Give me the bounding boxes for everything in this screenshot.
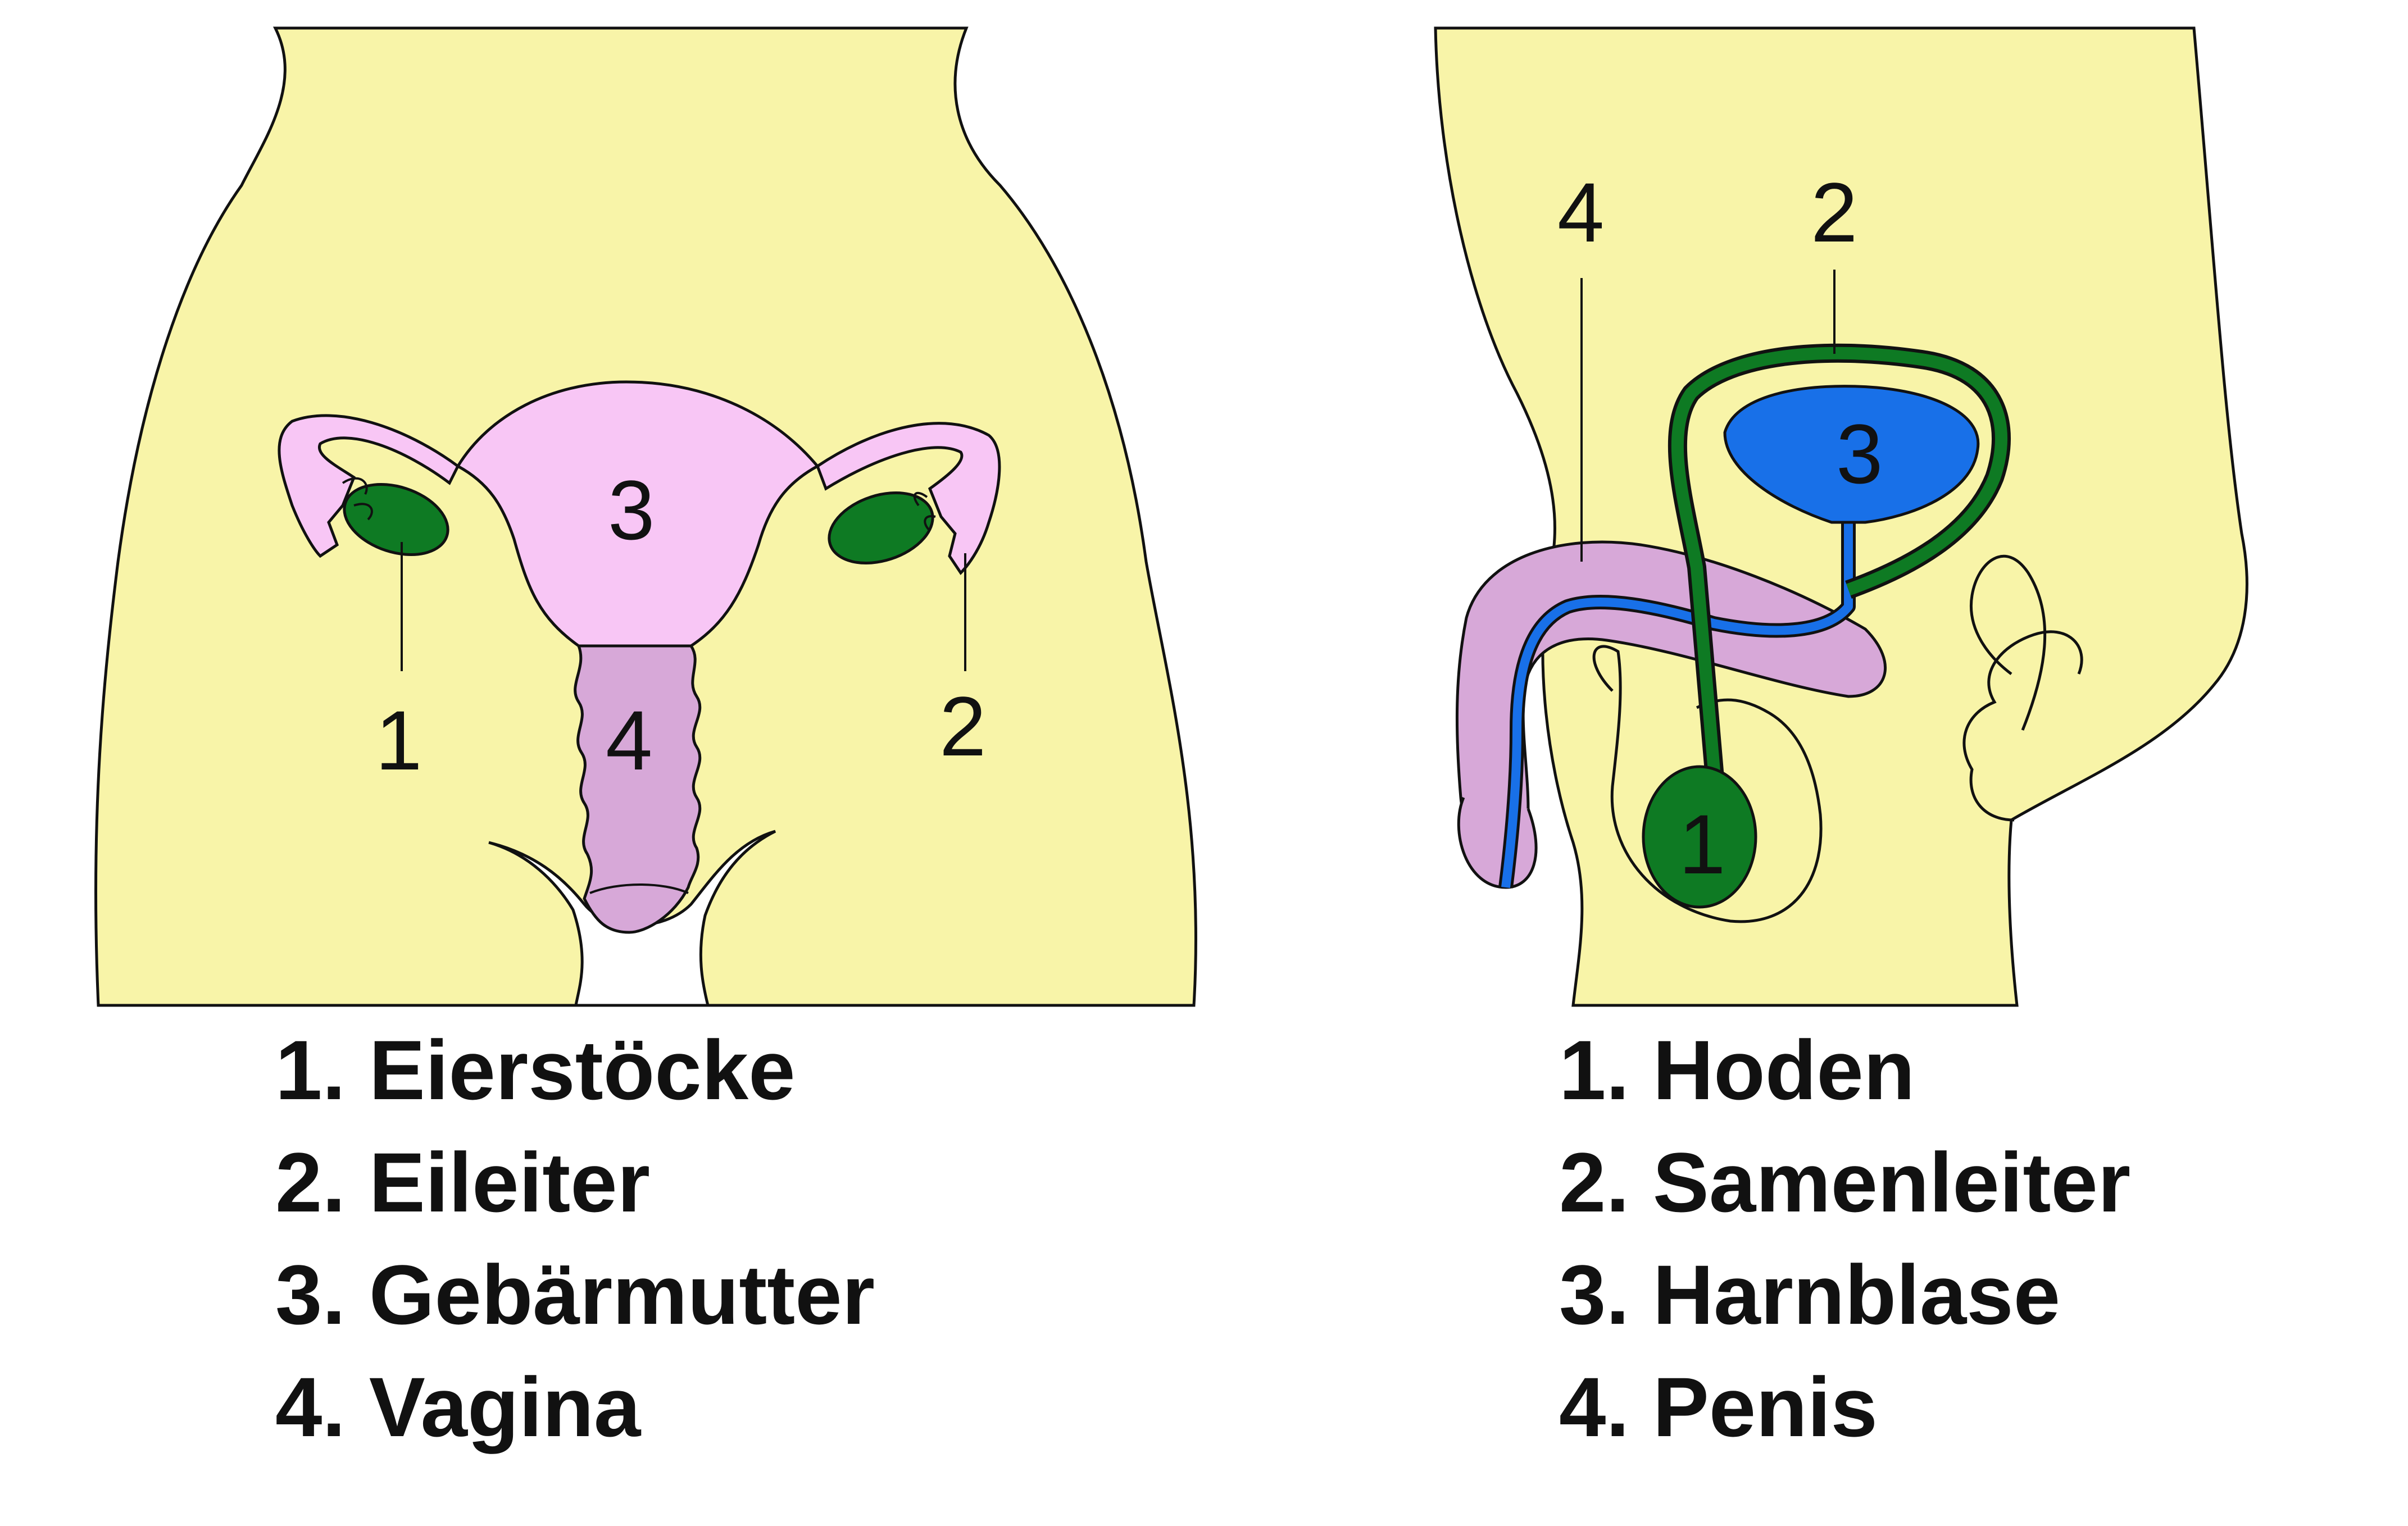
- glans: [1457, 797, 1538, 889]
- male-legend-item-1: 1. Hoden: [1559, 1023, 1915, 1117]
- left-ovary: [343, 483, 449, 556]
- female-diagram: 1 2 3 4: [94, 26, 1197, 1007]
- left-fimbriae: [342, 477, 373, 521]
- male-legend-item-3: 3. Harnblase: [1559, 1247, 2061, 1342]
- female-legend-item-3: 3. Gebärmutter: [275, 1247, 875, 1342]
- male-diagram: 1 2 3 4: [1434, 26, 2248, 1007]
- label-male-bladder: 3: [1836, 407, 1883, 501]
- male-legend: 1. Hoden 2. Samenleiter 3. Harnblase 4. …: [1559, 1014, 2130, 1463]
- gluteal-fold: [1970, 554, 2047, 731]
- label-male-vas-deferens: 2: [1811, 165, 1857, 259]
- vagina: [574, 644, 702, 934]
- left-fallopian-tube: [278, 414, 460, 558]
- buttock-contour: [1962, 630, 2083, 822]
- vas-deferens-fill: [1671, 347, 2008, 798]
- right-fimbriae: [913, 491, 936, 532]
- male-legend-item-4: 4. Penis: [1559, 1360, 1878, 1454]
- label-male-testis: 1: [1679, 797, 1725, 891]
- female-legend-item-4: 4. Vagina: [275, 1360, 641, 1454]
- bladder: [1723, 385, 1980, 524]
- vagina-opening: [589, 883, 689, 894]
- right-ovary: [828, 491, 934, 564]
- female-legend-item-2: 2. Eileiter: [275, 1135, 651, 1229]
- uterus: [456, 380, 820, 648]
- label-female-fallopian: 2: [939, 679, 986, 773]
- urethra-fill: [1501, 517, 1853, 888]
- testis: [1642, 765, 1757, 909]
- label-female-ovary: 1: [375, 693, 422, 787]
- label-female-uterus: 3: [608, 463, 655, 557]
- female-legend-item-1: 1. Eierstöcke: [275, 1023, 796, 1117]
- male-legend-item-2: 2. Samenleiter: [1559, 1135, 2131, 1229]
- female-legend: 1. Eierstöcke 2. Eileiter 3. Gebärmutter…: [275, 1014, 875, 1463]
- label-female-vagina: 4: [606, 693, 652, 787]
- label-male-penis: 4: [1557, 165, 1604, 259]
- right-fallopian-tube: [815, 422, 1001, 575]
